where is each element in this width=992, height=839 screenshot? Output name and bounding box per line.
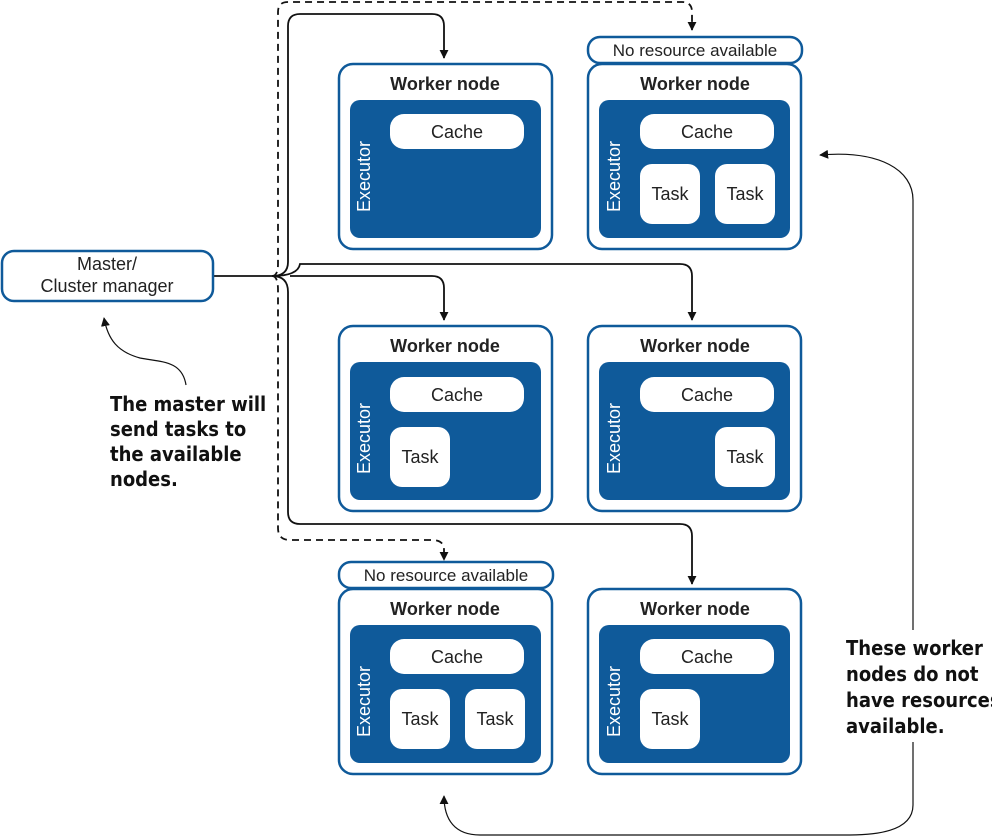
worker-title: Worker node	[640, 599, 750, 619]
worker-title: Worker node	[390, 74, 500, 94]
line-to-top-left	[271, 13, 449, 277]
executor-label: Executor	[354, 403, 374, 474]
worker-node-middle-left: Worker node Executor Cache Task	[337, 324, 554, 513]
left-annotation-line3: the available	[110, 442, 242, 466]
cache-box	[640, 639, 774, 674]
executor-label: Executor	[354, 666, 374, 737]
task-label: Task	[726, 447, 764, 467]
worker-node-top-right: No resource available Worker node Execut…	[586, 35, 804, 251]
task-label: Task	[401, 447, 439, 467]
right-annotation-line2: nodes do not	[846, 662, 979, 686]
task-box	[465, 689, 525, 749]
task-box	[715, 164, 775, 224]
no-resource-label: No resource available	[613, 41, 777, 60]
task-label: Task	[651, 184, 689, 204]
right-annotation: These worker nodes do not have resources…	[846, 636, 992, 738]
executor-label: Executor	[604, 141, 624, 212]
connectors	[214, 13, 697, 585]
dashed-connectors	[271, 1, 697, 561]
dashed-line-to-bottom-left	[271, 275, 449, 561]
worker-title: Worker node	[390, 599, 500, 619]
line-to-bottom-right	[271, 275, 697, 585]
worker-node-bottom-right: Worker node Executor Cache Task	[586, 587, 803, 776]
master-annotation-pointer	[101, 317, 187, 386]
left-annotation-line4: nodes.	[110, 467, 178, 491]
task-box	[715, 427, 775, 487]
line-to-middle-left	[271, 263, 697, 321]
no-resource-label: No resource available	[364, 566, 528, 585]
line-to-middle-left-branch	[290, 275, 449, 321]
cache-box	[640, 114, 774, 149]
right-annotation-line3: have resources	[846, 688, 992, 712]
executor-label: Executor	[354, 141, 374, 212]
worker-title: Worker node	[640, 336, 750, 356]
dashed-line-to-top-right	[271, 1, 697, 277]
worker-node-middle-right: Worker node Executor Cache Task	[586, 324, 803, 513]
master-label-line2: Cluster manager	[40, 276, 173, 296]
annotation-pointers	[101, 149, 914, 836]
left-annotation: The master will send tasks to the availa…	[110, 392, 266, 491]
executor-label: Executor	[604, 403, 624, 474]
right-annotation-pointer-bottom	[439, 742, 914, 836]
task-label: Task	[651, 709, 689, 729]
task-label: Task	[401, 709, 439, 729]
cache-label: Cache	[431, 122, 483, 142]
worker-node-bottom-left: No resource available Worker node Execut…	[337, 560, 555, 776]
task-label: Task	[476, 709, 514, 729]
master-node: Master/ Cluster manager	[0, 249, 215, 303]
executor-label: Executor	[604, 666, 624, 737]
cache-label: Cache	[681, 647, 733, 667]
worker-title: Worker node	[640, 74, 750, 94]
right-annotation-line4: available.	[846, 714, 945, 738]
master-label-line1: Master/	[77, 254, 137, 274]
task-box	[390, 427, 450, 487]
right-annotation-line1: These worker	[846, 636, 983, 660]
task-label: Task	[726, 184, 764, 204]
worker-title: Worker node	[390, 336, 500, 356]
cache-label: Cache	[431, 385, 483, 405]
cache-label: Cache	[431, 647, 483, 667]
cache-box	[640, 377, 774, 412]
cache-box	[390, 639, 524, 674]
worker-node-top-left: Worker node Executor Cache	[337, 62, 554, 251]
left-annotation-line2: send tasks to	[110, 417, 246, 441]
task-box	[390, 689, 450, 749]
cache-label: Cache	[681, 122, 733, 142]
cache-box	[390, 377, 524, 412]
cache-box	[390, 114, 524, 149]
task-box	[640, 164, 700, 224]
right-annotation-pointer-top	[819, 149, 914, 630]
task-box	[640, 689, 700, 749]
cache-label: Cache	[681, 385, 733, 405]
left-annotation-line1: The master will	[110, 392, 266, 416]
